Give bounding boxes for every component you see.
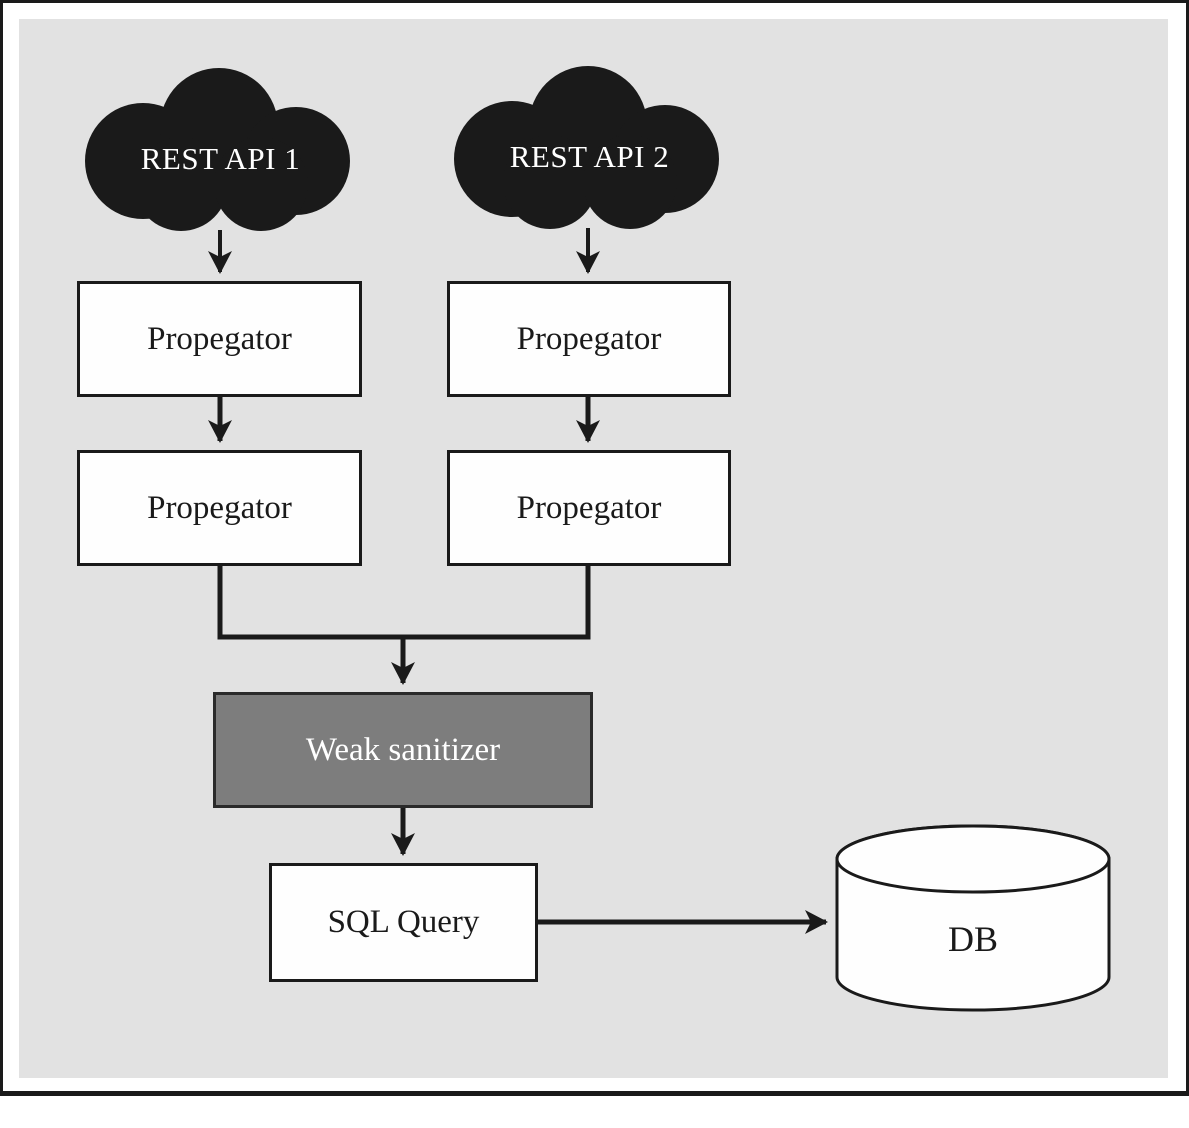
cloud-icon [85, 68, 350, 231]
node-propagator-right-2: Propegator [447, 450, 731, 566]
node-propagator-right-2-label: Propegator [516, 489, 662, 526]
node-sql-query: SQL Query [269, 863, 538, 982]
database-cylinder-icon [835, 824, 1111, 1012]
node-propagator-left-1: Propegator [77, 281, 362, 397]
node-rest-api-2: REST API 2 [452, 65, 727, 230]
node-rest-api-1-label: REST API 1 [140, 140, 301, 176]
node-propagator-right-1-label: Propegator [516, 320, 662, 357]
node-propagator-right-1: Propegator [447, 281, 731, 397]
node-propagator-left-1-label: Propegator [147, 320, 292, 357]
node-rest-api-2-label: REST API 2 [509, 138, 670, 174]
node-db: DB [835, 824, 1111, 1012]
node-rest-api-1: REST API 1 [83, 67, 358, 232]
node-propagator-left-2: Propegator [77, 450, 362, 566]
node-propagator-left-2-label: Propegator [147, 489, 292, 526]
node-weak-sanitizer: Weak sanitizer [213, 692, 593, 808]
node-db-label: DB [947, 919, 998, 959]
node-sql-query-label: SQL Query [327, 904, 480, 940]
node-weak-sanitizer-label: Weak sanitizer [305, 731, 501, 768]
cloud-icon [454, 66, 719, 229]
